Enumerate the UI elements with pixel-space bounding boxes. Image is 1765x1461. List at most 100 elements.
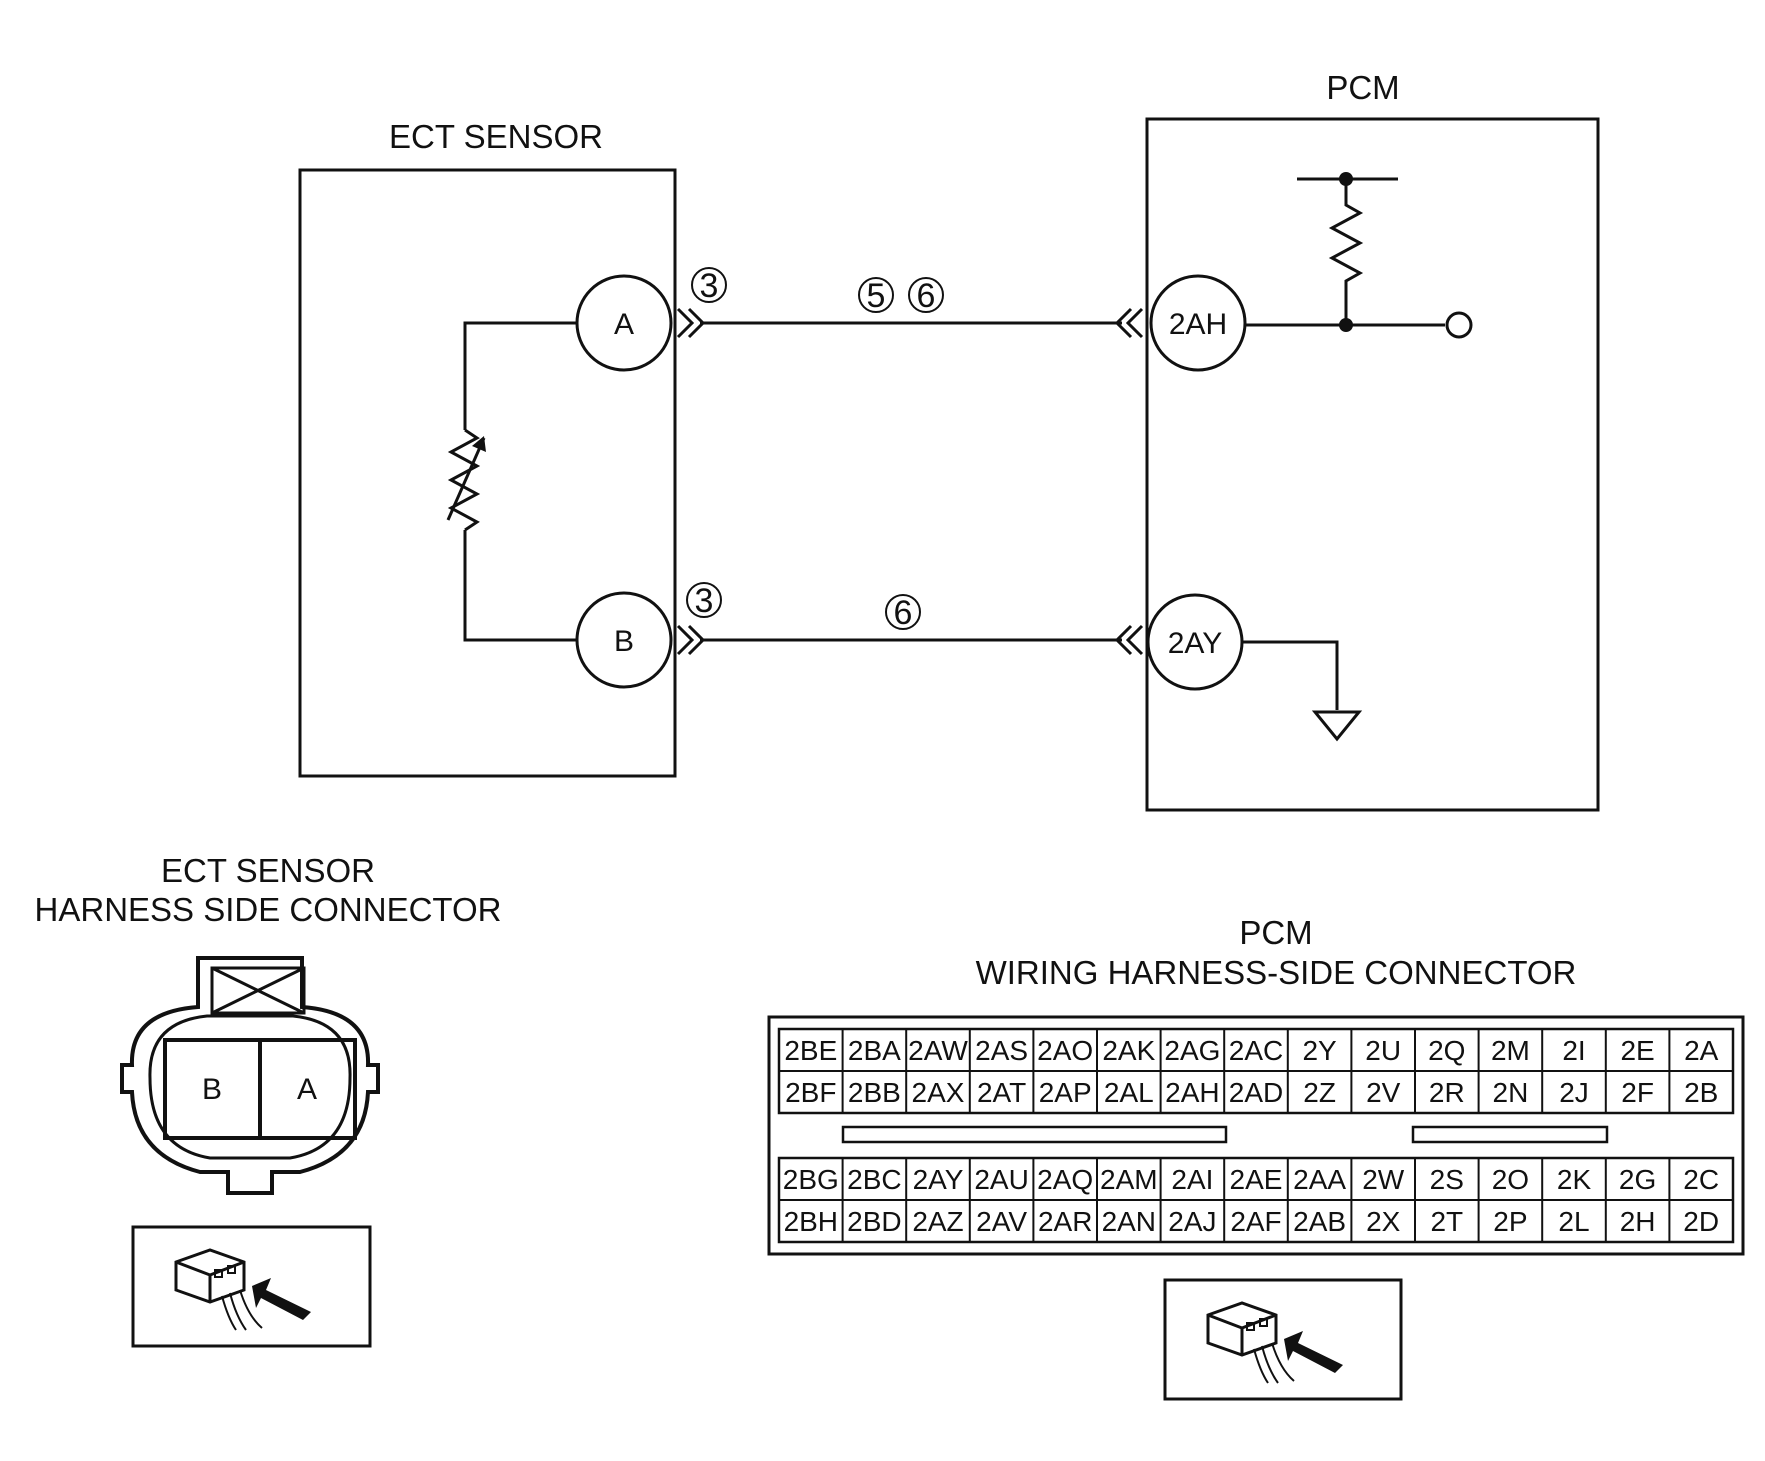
pcm-connector-pin-2d: 2D [1683,1206,1719,1237]
pcm-connector-pin-2ad: 2AD [1229,1077,1283,1108]
pcm-connector-pin-2bc: 2BC [847,1164,901,1195]
pcm-connector-pin-2ap: 2AP [1039,1077,1092,1108]
pcm-connector-pin-2x: 2X [1366,1206,1401,1237]
connector-harness-view-icon [131,1225,372,1348]
pcm-connector-pin-2ag: 2AG [1164,1035,1220,1066]
connector-mark-a-1 [676,307,695,339]
pcm-connector-pin-2ay: 2AY [913,1164,964,1195]
pcm-connector-pin-2z: 2Z [1303,1077,1336,1108]
pcm-connector-pin-2at: 2AT [977,1077,1026,1108]
pcm-connector-pin-2au: 2AU [974,1164,1028,1195]
harness-ref-b-circle [885,594,921,630]
ect-sensor-title: ECT SENSOR [389,118,603,155]
pcm-connector-pin-2ba: 2BA [848,1035,901,1066]
pcm-connector-pin-2t: 2T [1430,1206,1463,1237]
pcm-connector-pin-2c: 2C [1683,1164,1719,1195]
ect-connector-pin-a: A [297,1073,317,1106]
signal-input-terminal [1445,311,1473,339]
thermistor-variable-line [446,437,486,521]
pcm-connector-pin-2v: 2V [1366,1077,1401,1108]
ect-terminal-a-label: A [614,308,634,341]
pcm-connector-pin-2q: 2Q [1428,1035,1465,1066]
pcm-connector-pin-2aw: 2AW [908,1035,968,1066]
junction-dot-bottom [1339,318,1353,332]
pcm-box [1145,117,1600,812]
sensor-internal-wire-b [463,530,577,642]
ect-terminal-b-label: B [614,625,634,658]
pcm-connector-pin-2az: 2AZ [912,1206,963,1237]
pcm-terminal-2ah [1149,274,1247,372]
ect-connector-pin-b: B [202,1073,222,1106]
pcm-connector-pin-2aj: 2AJ [1168,1206,1216,1237]
pcm-connector-title-2: WIRING HARNESS-SIDE CONNECTOR [976,954,1577,991]
harness-ref-b: 6 [894,594,913,632]
pcm-connector-pin-2j: 2J [1559,1077,1589,1108]
pcm-terminal-2ay-label: 2AY [1168,627,1222,660]
ect-terminal-b [575,591,673,689]
pcm-connector-pin-2ar: 2AR [1038,1206,1092,1237]
pcm-connector-pin-2ab: 2AB [1293,1206,1346,1237]
pcm-connector-pin-2an: 2AN [1102,1206,1156,1237]
pcm-connector-pin-2y: 2Y [1302,1035,1337,1066]
thermistor-symbol [447,428,481,532]
ect-sensor-box [298,168,677,778]
pcm-connector-pin-2u: 2U [1365,1035,1401,1066]
pcm-connector-pin-2ah: 2AH [1165,1077,1219,1108]
thermistor-arrowhead-icon [472,436,486,452]
pcm-connector-pin-2b: 2B [1684,1077,1718,1108]
pcm-connector-pin-2n: 2N [1493,1077,1529,1108]
pcm-connector-pin-2bb: 2BB [848,1077,901,1108]
pcm-connector-mark-b-2 [1125,624,1144,656]
pcm-connector-pin-2bg: 2BG [783,1164,839,1195]
pcm-connector-pin-2e: 2E [1620,1035,1654,1066]
pcm-connector-pin-2k: 2K [1557,1164,1592,1195]
pcm-connector-outer [767,1015,1745,1256]
pcm-connector-key-left [841,1125,1228,1144]
pcm-connector-pin-2be: 2BE [784,1035,837,1066]
pcm-connector-mark-a-2 [1125,307,1144,339]
pcm-connector-pin-2ax: 2AX [912,1077,965,1108]
pcm-connector-pin-2o: 2O [1492,1164,1529,1195]
pcm-connector-pin-2ai: 2AI [1171,1164,1213,1195]
ect-connector-title-2: HARNESS SIDE CONNECTOR [35,891,502,928]
connector-ref-a: 3 [700,267,719,305]
pcm-connector-pin-2as: 2AS [975,1035,1028,1066]
harness-ref-a-2: 6 [917,277,936,315]
pcm-connector-title-1: PCM [1239,914,1312,951]
pcm-connector-pin-2av: 2AV [976,1206,1027,1237]
pcm-connector-pin-2r: 2R [1429,1077,1465,1108]
pcm-connector-pin-2f: 2F [1621,1077,1654,1108]
connector-mark-b-1 [676,624,695,656]
pcm-connector-pin-2g: 2G [1619,1164,1656,1195]
pcm-connector-pin-2w: 2W [1362,1164,1405,1195]
ect-connector-title-1: ECT SENSOR [161,852,375,889]
pcm-connector-pin-2ak: 2AK [1102,1035,1155,1066]
pcm-connector-pin-2h: 2H [1620,1206,1656,1237]
harness-ref-a-1-circle [858,277,894,313]
pcm-connector-pin-2al: 2AL [1104,1077,1154,1108]
connector-ref-b: 3 [695,582,714,620]
pcm-connector-pin-2ao: 2AO [1037,1035,1093,1066]
pcm-connector-pin-2p: 2P [1493,1206,1527,1237]
pcm-connector-pin-2i: 2I [1562,1035,1585,1066]
pcm-connector-pin-2a: 2A [1684,1035,1719,1066]
ect-terminal-a [575,274,673,372]
pcm-ground-line [1242,640,1339,710]
pcm-connector-mark-b-1 [1114,624,1133,656]
ground-icon [1311,710,1363,742]
pcm-connector-pin-2af: 2AF [1230,1206,1281,1237]
pcm-connector-pin-2aq: 2AQ [1037,1164,1093,1195]
pcm-connector-pin-2am: 2AM [1100,1164,1158,1195]
connector-ref-b-circle [686,582,722,618]
pcm-connector-mark-a-1 [1114,307,1133,339]
pcm-connector-key-right [1411,1125,1609,1144]
connector-ref-a-circle [691,267,727,303]
pcm-connector-pin-2ae: 2AE [1230,1164,1283,1195]
pcm-connector-pin-2bf: 2BF [785,1077,836,1108]
pcm-connector-pin-2aa: 2AA [1293,1164,1346,1195]
harness-ref-a-1: 5 [867,277,886,315]
pcm-connector-pin-2s: 2S [1430,1164,1464,1195]
pcm-connector-pin-2m: 2M [1491,1035,1530,1066]
